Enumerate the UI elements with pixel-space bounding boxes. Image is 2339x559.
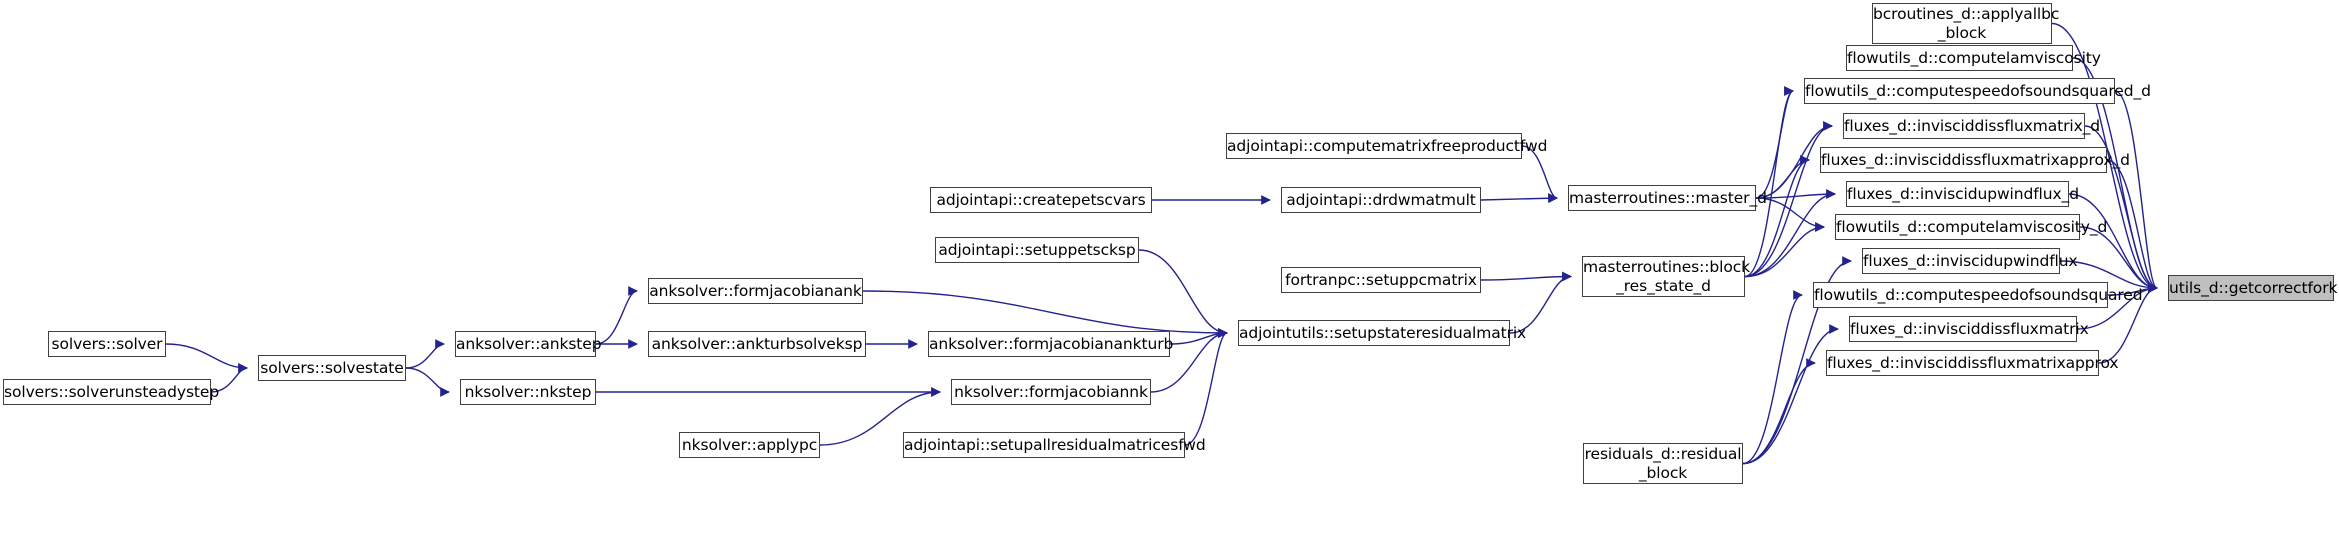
graph-node-label: fluxes_d::invisciddissfluxmatrixapprox_d <box>1821 150 2130 169</box>
graph-node-fluxes-d-invisciddissfluxmatrixapprox[interactable]: fluxes_d::invisciddissfluxmatrixapprox <box>1826 350 2119 376</box>
graph-node-label: adjointapi::computematrixfreeproductfwd <box>1227 136 1548 155</box>
graph-node-fluxes-d-invisciddissfluxmatrix[interactable]: fluxes_d::invisciddissfluxmatrix <box>1849 316 2089 342</box>
graph-node-label: flowutils_d::computespeedofsoundsquared <box>1814 285 2143 304</box>
graph-edge <box>2068 193 2158 293</box>
graph-node-label: adjointapi::createpetscvars <box>936 190 1146 209</box>
graph-node-label: nksolver::nkstep <box>464 382 592 401</box>
graph-edge <box>2106 159 2158 293</box>
graph-node-flowutils-d-computelamviscosity[interactable]: flowutils_d::computelamviscosity <box>1846 45 2101 71</box>
graph-edge <box>1138 249 1228 338</box>
graph-node-flowutils-d-computespeedofsoundsquared-d[interactable]: flowutils_d::computespeedofsoundsquared_… <box>1804 78 2151 104</box>
graph-node-label: fluxes_d::invisciddissfluxmatrix <box>1850 319 2089 338</box>
graph-edge <box>1742 324 1839 465</box>
graph-node-label: bcroutines_d::applyallbc _block <box>1873 4 2060 42</box>
graph-edge <box>405 367 450 397</box>
graph-node-nksolver-applypc[interactable]: nksolver::applypc <box>679 432 820 458</box>
graph-node-fluxes-d-inviscidupwindflux[interactable]: fluxes_d::inviscidupwindflux <box>1862 248 2078 274</box>
graph-node-solvers-solvestate[interactable]: solvers::solvestate <box>258 355 406 381</box>
graph-edge <box>1742 358 1816 465</box>
graph-edge <box>1744 222 1825 278</box>
graph-edge <box>2114 90 2158 293</box>
graph-node-label: adjointutils::setupstateresidualmatrix <box>1239 323 1527 342</box>
graph-node-adjointutils-setupstateresidualmatrix[interactable]: adjointutils::setupstateresidualmatrix <box>1238 320 1527 346</box>
graph-node-label: nksolver::applypc <box>681 435 818 454</box>
graph-node-masterroutines-block-res-state-d[interactable]: masterroutines::block _res_state_d <box>1582 256 1751 297</box>
graph-node-label: adjointapi::drdwmatmult <box>1286 190 1476 209</box>
graph-node-label: adjointapi::setuppetscksp <box>938 240 1136 259</box>
graph-node-label: anksolver::ankstep <box>456 334 602 353</box>
graph-node-label: utils_d::getcorrectfork <box>2169 278 2338 297</box>
graph-node-adjointapi-createpetscvars[interactable]: adjointapi::createpetscvars <box>930 187 1152 213</box>
graph-edge <box>1480 271 1572 282</box>
graph-node-label: flowutils_d::computespeedofsoundsquared_… <box>1805 81 2151 100</box>
graph-node-bcroutines-d-applyallbc-block[interactable]: bcroutines_d::applyallbc _block <box>1872 3 2060 44</box>
graph-edge <box>1755 189 1836 199</box>
graph-node-fluxes-d-invisciddissfluxmatrixapprox-d[interactable]: fluxes_d::invisciddissfluxmatrixapprox_d <box>1820 147 2130 173</box>
graph-edge <box>405 339 445 369</box>
graph-node-adjointapi-setuppetscksp[interactable]: adjointapi::setuppetscksp <box>935 237 1139 263</box>
graph-node-anksolver-formjacobianankturb[interactable]: anksolver::formjacobianankturb <box>928 331 1174 357</box>
graph-node-label: anksolver::ankturbsolveksp <box>651 334 863 353</box>
graph-edge <box>595 286 638 345</box>
graph-node-anksolver-ankturbsolveksp[interactable]: anksolver::ankturbsolveksp <box>648 331 866 357</box>
graph-node-label: anksolver::formjacobianankturb <box>929 334 1174 353</box>
graph-edge <box>1169 328 1228 345</box>
graph-edge <box>862 290 1228 338</box>
graph-node-label: residuals_d::residual _block <box>1584 444 1742 482</box>
graph-node-label: solvers::solvestate <box>260 358 404 377</box>
graph-node-label: fluxes_d::inviscidupwindflux <box>1863 251 2078 270</box>
graph-node-solvers-solver[interactable]: solvers::solver <box>48 331 166 357</box>
graph-node-flowutils-d-computespeedofsoundsquared[interactable]: flowutils_d::computespeedofsoundsquared <box>1813 282 2143 308</box>
graph-edge <box>1755 86 1794 199</box>
graph-edge <box>1744 155 1810 278</box>
graph-node-fluxes-d-invisciddupwindflux-d[interactable]: fluxes_d::inviscidupwindflux_d <box>1846 181 2079 207</box>
graph-edge <box>1184 328 1228 446</box>
graph-edge <box>1480 193 1558 204</box>
graph-node-anksolver-formjacobianank[interactable]: anksolver::formjacobianank <box>648 278 863 304</box>
graph-node-adjointapi-computematrixfreeproductfwd[interactable]: adjointapi::computematrixfreeproductfwd <box>1226 133 1548 159</box>
graph-node-residuals-d-residual-block[interactable]: residuals_d::residual _block <box>1583 443 1743 484</box>
graph-node-label: fluxes_d::inviscidupwindflux_d <box>1847 184 2079 203</box>
graph-node-nksolver-formjacobiannk[interactable]: nksolver::formjacobiannk <box>951 379 1151 405</box>
graph-node-fortranpc-setuppcmatrix[interactable]: fortranpc::setuppcmatrix <box>1281 267 1481 293</box>
graph-node-anksolver-ankstep[interactable]: anksolver::ankstep <box>455 331 602 357</box>
graph-node-label: fluxes_d::invisciddissfluxmatrix_d <box>1844 116 2101 135</box>
graph-node-label: solvers::solver <box>51 334 163 353</box>
graph-node-label: masterroutines::master_d <box>1569 188 1767 207</box>
graph-node-label: masterroutines::block _res_state_d <box>1583 257 1751 295</box>
graph-node-label: flowutils_d::computelamviscosity <box>1847 48 2101 67</box>
graph-node-label: adjointapi::setupallresidualmatricesfwd <box>904 435 1206 454</box>
graph-node-masterroutines-master-d[interactable]: masterroutines::master_d <box>1568 185 1767 211</box>
graph-node-adjointapi-setupallresidualmatricesfwd[interactable]: adjointapi::setupallresidualmatricesfwd <box>903 432 1206 458</box>
graph-edge <box>1742 290 1803 465</box>
graph-node-label: flowutils_d::computelamviscosity_d <box>1836 217 2108 236</box>
graph-node-label: fluxes_d::invisciddissfluxmatrixapprox <box>1827 353 2119 372</box>
graph-node-label: solvers::solverunsteadystep <box>4 382 220 401</box>
graph-node-fluxes-d-invisciddissfluxmatrix-d[interactable]: fluxes_d::invisciddissfluxmatrix_d <box>1843 113 2101 139</box>
graph-node-label: nksolver::formjacobiannk <box>954 382 1148 401</box>
graph-edge <box>1744 86 1794 278</box>
graph-node-solvers-solverunsteadystep[interactable]: solvers::solverunsteadystep <box>3 379 220 405</box>
graph-edge <box>2079 226 2158 293</box>
graph-node-flowutils-d-computelamviscosity-d[interactable]: flowutils_d::computelamviscosity_d <box>1835 214 2108 240</box>
graph-node-adjointapi-drdwmatmult[interactable]: adjointapi::drdwmatmult <box>1281 187 1481 213</box>
graph-node-utils-d-getcorrectfork[interactable]: utils_d::getcorrectfork <box>2168 275 2338 301</box>
graph-node-label: anksolver::formjacobianank <box>649 281 862 300</box>
graph-edge <box>165 343 248 373</box>
graph-node-label: fortranpc::setuppcmatrix <box>1285 270 1477 289</box>
graph-node-nksolver-nkstep[interactable]: nksolver::nkstep <box>460 379 596 405</box>
